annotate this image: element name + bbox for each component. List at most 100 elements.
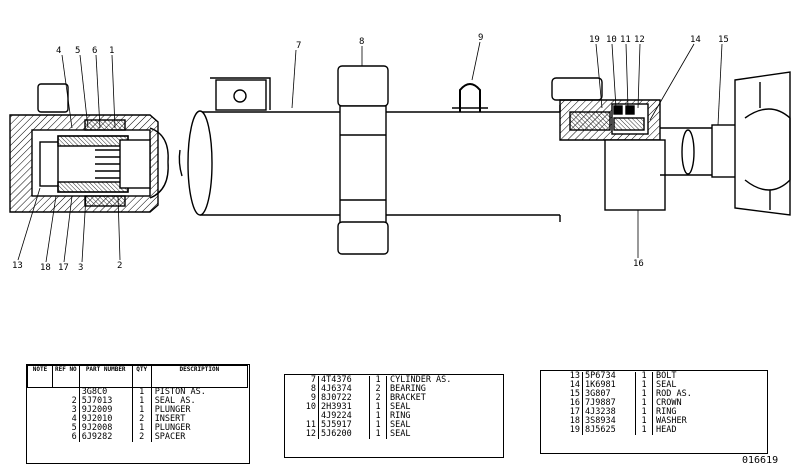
figure-id: 016619: [742, 455, 779, 466]
ref-cell: 7: [290, 376, 319, 385]
desc-cell: CROWN: [656, 398, 682, 408]
part-cell: 5J7013: [81, 396, 113, 406]
desc-cell: SEAL: [656, 380, 677, 390]
ref-cell: 8: [290, 385, 319, 394]
ref-cell: 6: [52, 433, 80, 442]
col-desc: DESCRIPTION: [150, 365, 249, 388]
parts-table-1-frame: [26, 364, 250, 464]
callout-19: 19: [589, 35, 600, 45]
qty-cell: 1: [369, 430, 387, 439]
ref-cell: 10: [290, 403, 319, 412]
ref-cell: 9: [290, 394, 319, 403]
callout-15: 15: [718, 35, 729, 45]
ref-cell: 13: [548, 372, 583, 381]
ref-cell: 14: [548, 381, 583, 390]
ref-cell: 16: [548, 399, 583, 408]
part-cell: 8J5625: [585, 425, 616, 435]
ref-cell: 15: [548, 390, 583, 399]
qty-cell: 1: [369, 376, 387, 385]
desc-cell: PLUNGER: [154, 423, 191, 433]
col-qty: QTY: [131, 365, 152, 388]
head-and-rod: [551, 71, 791, 216]
qty-cell: 1: [635, 426, 653, 435]
cylinder-body: [178, 65, 561, 255]
desc-cell: PLUNGER: [154, 405, 191, 415]
piston-assembly: [9, 83, 169, 213]
part-cell: 7J9887: [585, 398, 616, 408]
ref-cell: 2: [52, 397, 80, 406]
desc-cell: BRACKET: [390, 393, 426, 403]
ref-cell: 11: [290, 421, 319, 430]
qty-cell: 2: [131, 433, 152, 442]
desc-cell: CYLINDER AS.: [390, 375, 452, 385]
qty-cell: 1: [369, 403, 387, 412]
part-cell: 4T4376: [321, 375, 352, 385]
callout-1: 1: [109, 46, 114, 56]
qty-cell: 1: [635, 408, 653, 417]
desc-cell: HEAD: [656, 425, 677, 435]
parts-table-3-frame: [540, 370, 768, 454]
qty-cell: 1: [635, 399, 653, 408]
cylinder-exploded-diagram: 4 5 6 1 7 8 9 19 10 11 12 14 15 13 18 17…: [9, 33, 791, 273]
desc-cell: SEAL: [390, 429, 411, 439]
parts-table-1: NOTE REF NO PART NUMBER QTY DESCRIPTION …: [27, 365, 249, 442]
qty-cell: 1: [131, 406, 152, 415]
part-cell: 9J2010: [81, 414, 113, 424]
qty-cell: 1: [635, 372, 653, 381]
qty-cell: 1: [635, 381, 653, 390]
parts-table-2-frame: [284, 374, 504, 458]
ref-cell: 3: [52, 406, 80, 415]
part-cell: 3S8934: [585, 416, 616, 426]
callout-6: 6: [92, 46, 97, 56]
callout-5: 5: [75, 46, 80, 56]
desc-cell: RING: [656, 407, 677, 417]
part-cell: 8J0722: [321, 393, 352, 403]
desc-cell: PISTON AS.: [154, 387, 206, 397]
qty-cell: 2: [369, 394, 387, 403]
ref-cell: [52, 387, 80, 397]
part-cell: 9J2008: [81, 423, 113, 433]
qty-cell: 2: [131, 415, 152, 424]
ref-cell: 4: [52, 415, 80, 424]
part-cell: 2H3931: [321, 402, 352, 412]
part-cell: 4J3238: [585, 407, 616, 417]
qty-cell: 1: [635, 390, 653, 399]
part-cell: 4J9224: [321, 411, 352, 421]
desc-cell: BOLT: [656, 371, 677, 381]
part-cell: 5J5917: [321, 420, 352, 430]
callout-9: 9: [478, 33, 483, 43]
callout-13: 13: [12, 261, 23, 271]
desc-cell: SEAL AS.: [154, 396, 196, 406]
part-cell: 1K6981: [585, 380, 616, 390]
ref-cell: 19: [548, 426, 583, 435]
ref-cell: 17: [548, 408, 583, 417]
qty-cell: 1: [131, 424, 152, 433]
qty-cell: 1: [369, 421, 387, 430]
callout-10: 10: [606, 35, 617, 45]
qty-cell: 2: [369, 385, 387, 394]
part-cell: 5J6200: [321, 429, 352, 439]
part-cell: 4J6374: [321, 384, 352, 394]
part-cell: 3G8C0: [81, 387, 108, 397]
callout-12: 12: [634, 35, 645, 45]
desc-cell: ROD AS.: [656, 389, 692, 399]
part-cell: 3G807: [585, 389, 611, 399]
part-cell: 6J9282: [81, 432, 113, 442]
ref-cell: 18: [548, 417, 583, 426]
